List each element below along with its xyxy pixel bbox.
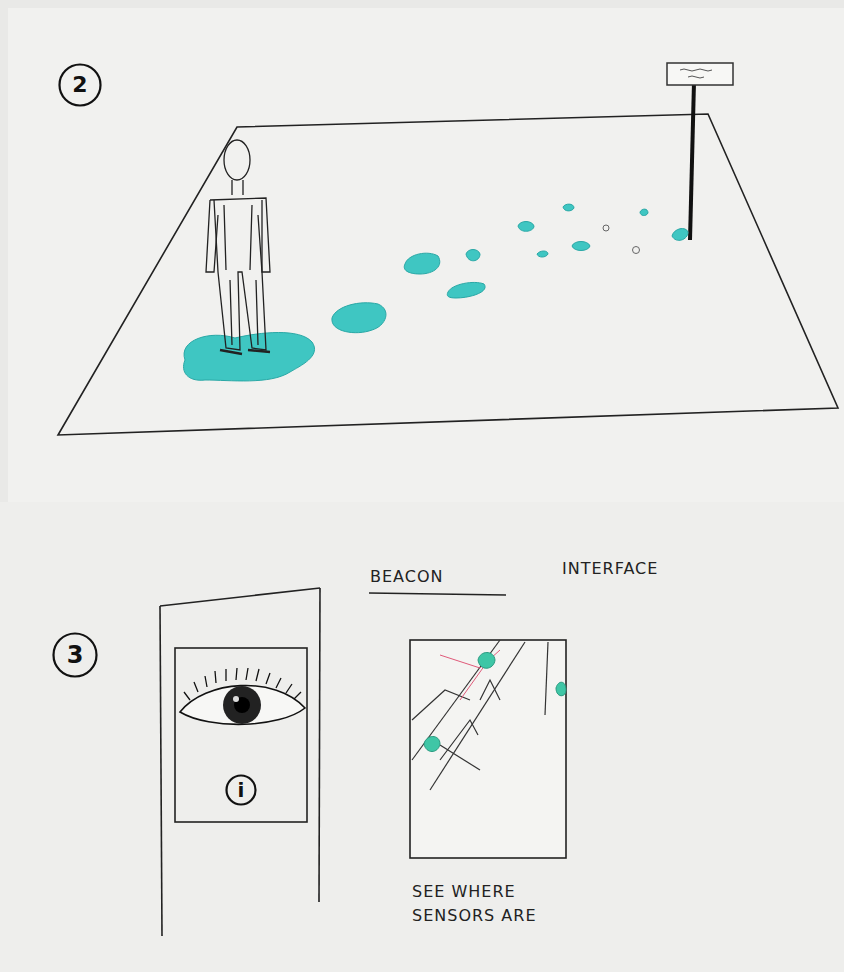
puddle bbox=[184, 333, 315, 381]
map-screen bbox=[410, 640, 566, 858]
sign-board bbox=[667, 63, 733, 85]
puddle bbox=[466, 250, 480, 261]
beacon-screen bbox=[175, 648, 307, 822]
circle-outline bbox=[60, 65, 101, 106]
puddle bbox=[672, 229, 688, 241]
puddle bbox=[572, 242, 590, 251]
puddle bbox=[404, 253, 440, 274]
circle-outline bbox=[54, 634, 97, 677]
node-text: i bbox=[238, 780, 245, 800]
heading-word: BEACON bbox=[370, 565, 510, 589]
puddle bbox=[563, 204, 574, 211]
beacon-post bbox=[160, 588, 320, 936]
upper-sheet bbox=[8, 8, 844, 502]
sensor-marks bbox=[424, 653, 566, 752]
puddle bbox=[537, 251, 548, 257]
underline bbox=[369, 593, 506, 595]
callout-number: 2 bbox=[58, 63, 102, 107]
puddle-dot bbox=[603, 225, 609, 231]
puddle bbox=[332, 303, 386, 333]
eye-symbol bbox=[180, 668, 305, 724]
floor-plane bbox=[58, 114, 838, 435]
node-text: 2 bbox=[72, 74, 87, 96]
circle-outline bbox=[227, 776, 256, 805]
screen-caption: SEE WHERE SENSORS ARE bbox=[412, 880, 542, 928]
sign-squiggle bbox=[680, 69, 712, 78]
info-icon: i bbox=[225, 774, 257, 806]
map-paths bbox=[440, 650, 500, 700]
puddle bbox=[518, 222, 534, 232]
puddle bbox=[640, 209, 648, 215]
heading-word: INTERFACE bbox=[562, 557, 702, 581]
lower-sheet bbox=[0, 502, 844, 972]
callout-number: 3 bbox=[52, 632, 98, 678]
puddle bbox=[447, 282, 485, 298]
puddle-dot bbox=[633, 247, 640, 254]
person-figure bbox=[206, 140, 270, 354]
node-text: 3 bbox=[67, 643, 84, 667]
sign-post bbox=[690, 82, 694, 240]
map-streets bbox=[412, 640, 548, 790]
